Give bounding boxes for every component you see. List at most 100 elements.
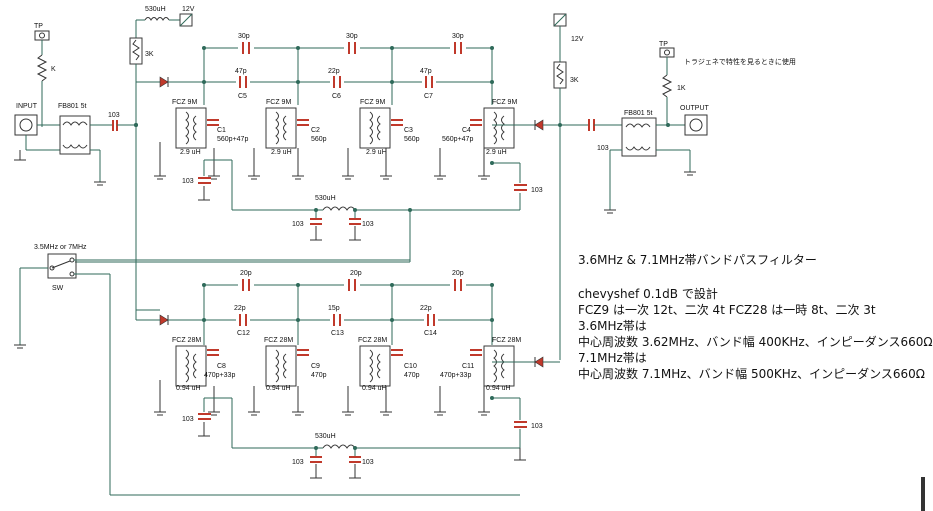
c103-out-label: 103	[597, 145, 609, 152]
note-spec-36: 中心周波数 3.62MHz、バンド幅 400KHz、インピーダンス660Ω	[578, 335, 933, 349]
svg-text:15p: 15p	[328, 305, 340, 312]
lower-filter: 20p 20p 20p 22p C12 15p C13	[134, 123, 560, 479]
svg-text:FCZ 28M: FCZ 28M	[172, 337, 201, 344]
svg-text:C3: C3	[404, 127, 413, 134]
choke-top-label: 530uH	[145, 6, 166, 13]
upper-coil-1: FCZ 9M C1 560p+47p 2.9 uH	[172, 99, 248, 156]
svg-text:47p: 47p	[235, 68, 247, 75]
svg-text:22p: 22p	[328, 68, 340, 75]
svg-text:22p: 22p	[420, 305, 432, 312]
lower-coil-3: FCZ 28M C10 470p 0.94 uH	[358, 337, 420, 392]
svg-text:C14: C14	[424, 330, 437, 337]
bias-upper: 530uH 12V 3K	[129, 6, 204, 310]
output-label: OUTPUT	[680, 105, 710, 112]
svg-text:C2: C2	[311, 127, 320, 134]
upper-choke-cap-1: 103	[292, 210, 322, 241]
note-band-36: 3.6MHz帯は	[578, 319, 647, 333]
lower-top-cap-2: 20p	[344, 270, 362, 291]
edge-scrollbar[interactable]	[921, 477, 925, 511]
lower-mid-cap-c13: 15p C13	[328, 305, 344, 337]
svg-text:FCZ 9M: FCZ 9M	[172, 99, 197, 106]
input-label: INPUT	[16, 103, 38, 110]
svg-text:C1: C1	[217, 127, 226, 134]
svg-text:C10: C10	[404, 363, 417, 370]
svg-text:470p: 470p	[311, 372, 327, 379]
svg-text:530uH: 530uH	[315, 195, 336, 202]
svg-text:22p: 22p	[234, 305, 246, 312]
k-label: K	[51, 66, 56, 73]
svg-text:2.9 uH: 2.9 uH	[366, 149, 387, 156]
upper-top-cap-2: 30p	[344, 33, 360, 54]
svg-text:2.9 uH: 2.9 uH	[271, 149, 292, 156]
upper-coil-4: FCZ 9M C4 560p+47p 2.9 uH	[442, 99, 517, 156]
svg-text:103: 103	[362, 459, 374, 466]
svg-text:C4: C4	[462, 127, 471, 134]
upper-right-cap: 103	[490, 161, 543, 194]
svg-text:C6: C6	[332, 93, 341, 100]
svg-text:470p+33p: 470p+33p	[440, 372, 471, 379]
svg-text:103: 103	[182, 178, 194, 185]
note-spec-71: 中心周波数 7.1MHz、バンド幅 500KHz、インピーダンス660Ω	[578, 367, 925, 381]
upper-choke: 530uH	[315, 195, 356, 211]
note-design: chevyshef 0.1dB で設計	[578, 287, 718, 301]
upper-coil-2: FCZ 9M C2 560p 2.9 uH	[265, 99, 327, 156]
fb801-in-transformer	[59, 115, 91, 155]
v12-top-label: 12V	[182, 6, 195, 13]
svg-text:30p: 30p	[346, 33, 358, 40]
upper-mid-cap-c7: 47p C7	[420, 68, 436, 100]
upper-top-cap-3: 30p	[450, 33, 466, 54]
fb801-out-transformer	[621, 117, 657, 157]
lower-choke: 530uH	[315, 433, 356, 449]
svg-text:47p: 47p	[420, 68, 432, 75]
svg-text:470p: 470p	[404, 372, 420, 379]
svg-text:FCZ 28M: FCZ 28M	[358, 337, 387, 344]
upper-mid-cap-c6: 22p C6	[328, 68, 344, 100]
svg-text:103: 103	[292, 221, 304, 228]
lower-choke-cap-2: 103	[349, 448, 374, 479]
svg-text:0.94 uH: 0.94 uH	[486, 385, 511, 392]
upper-bypass-cap: 103	[182, 160, 211, 201]
svg-text:FCZ 28M: FCZ 28M	[264, 337, 293, 344]
svg-text:2.9 uH: 2.9 uH	[486, 149, 507, 156]
svg-text:470p+33p: 470p+33p	[204, 372, 235, 379]
diode-lower-out	[534, 356, 544, 368]
svg-text:103: 103	[531, 423, 543, 430]
tp-label-right: TP	[659, 41, 668, 48]
svg-text:560p: 560p	[311, 136, 327, 143]
upper-mid-cap-c5: 47p C5	[235, 68, 250, 100]
svg-text:2.9 uH: 2.9 uH	[180, 149, 201, 156]
svg-text:20p: 20p	[240, 270, 252, 277]
svg-text:20p: 20p	[452, 270, 464, 277]
r3k-top-label: 3K	[145, 51, 154, 58]
c103-in-label: 103	[108, 112, 120, 119]
lower-coil-1: FCZ 28M C8 470p+33p 0.94 uH	[172, 337, 235, 392]
svg-text:560p+47p: 560p+47p	[442, 136, 473, 143]
fb-out-label: FB801 5t	[624, 110, 652, 117]
svg-text:C5: C5	[238, 93, 247, 100]
svg-text:C12: C12	[237, 330, 250, 337]
fb-in-label: FB801 5t	[58, 103, 86, 110]
svg-text:0.94 uH: 0.94 uH	[176, 385, 201, 392]
svg-text:103: 103	[362, 221, 374, 228]
diode-upper-in	[159, 76, 169, 88]
svg-text:FCZ 9M: FCZ 9M	[360, 99, 385, 106]
svg-text:0.94 uH: 0.94 uH	[266, 385, 291, 392]
upper-choke-cap-2: 103	[349, 210, 374, 241]
svg-text:30p: 30p	[238, 33, 250, 40]
lower-bypass-cap: 103	[182, 398, 211, 437]
svg-text:C9: C9	[311, 363, 320, 370]
upper-coil-3: FCZ 9M C3 560p 2.9 uH	[359, 99, 420, 156]
upper-filter: 30p 30p 30p 47p C5 22p C6	[75, 33, 543, 263]
svg-text:530uH: 530uH	[315, 433, 336, 440]
svg-text:C13: C13	[331, 330, 344, 337]
svg-text:560p: 560p	[404, 136, 420, 143]
lower-mid-cap-c14: 22p C14	[420, 305, 438, 337]
svg-text:103: 103	[531, 187, 543, 194]
band-switch: 3.5MHz or 7MHz SW	[14, 244, 520, 496]
v12-right-label: 12V	[571, 36, 584, 43]
svg-text:20p: 20p	[350, 270, 362, 277]
note-band-71: 7.1MHz帯は	[578, 351, 647, 365]
sw-band-label: 3.5MHz or 7MHz	[34, 244, 87, 251]
svg-text:560p+47p: 560p+47p	[217, 136, 248, 143]
diode-lower-in	[159, 314, 169, 326]
